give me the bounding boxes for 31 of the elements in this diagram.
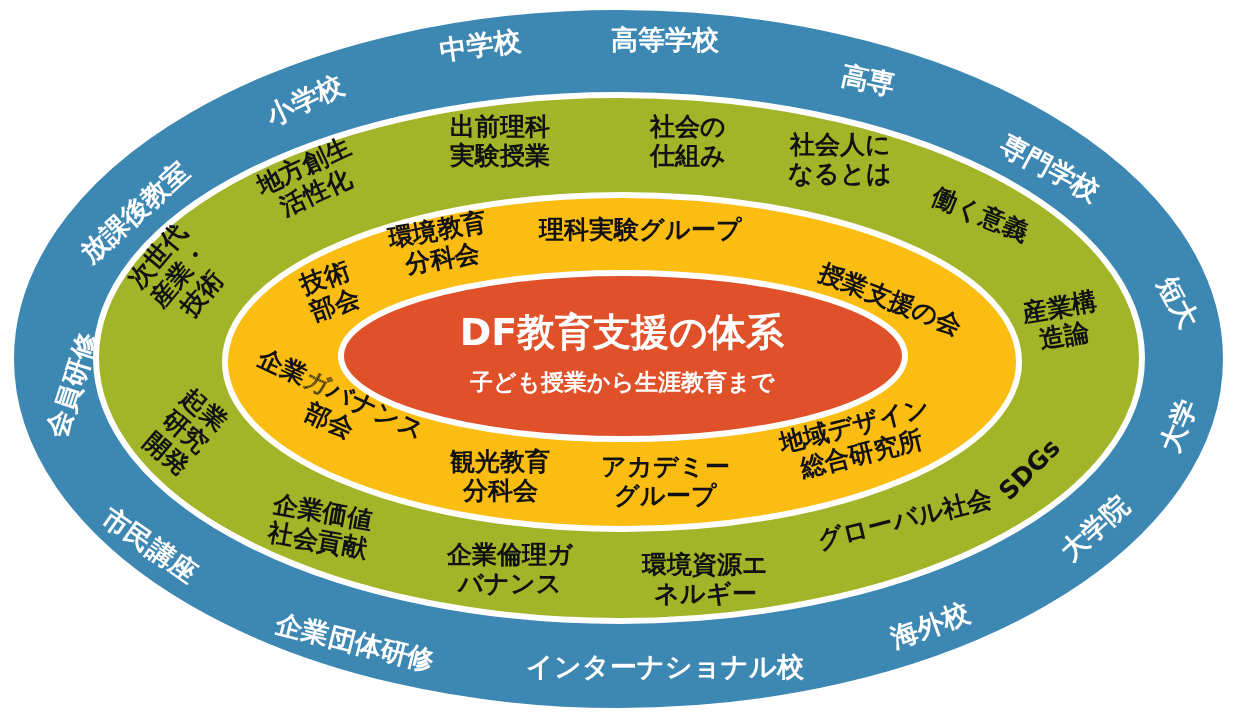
ring-label: 企業倫理ガバナンス [446, 541, 574, 599]
ring-label: 地域デザイン総合研究所 [775, 393, 934, 485]
center-subtitle: 子ども授業から生涯教育まで [469, 368, 775, 396]
ring-label: 授業支援の会 [814, 258, 966, 342]
ring-label: 出前理科実験授業 [449, 113, 551, 171]
ring-label: 技術部会 [295, 255, 365, 329]
ring-label: 起業研究開発 [137, 381, 234, 483]
ring-label: 企業価値社会貢献 [264, 489, 376, 565]
ring-label: 短大 [1151, 270, 1205, 334]
ring-label: グローバル社会 [814, 484, 996, 556]
ring-label: 環境資源エネルギー [640, 551, 769, 609]
ring-label: 中学校 [437, 24, 523, 66]
ring-label: 観光教育分科会 [449, 448, 551, 506]
ring-label: 高等学校 [611, 24, 719, 56]
ring-label: 地方創生活性化 [251, 131, 357, 224]
ring-label: 社会の仕組み [648, 113, 727, 171]
ring-label: 大学 [1153, 394, 1203, 456]
ring-label: アカデミーグループ [600, 453, 730, 511]
ring-label: 企業ガバナンス部会 [252, 343, 429, 448]
ring-label: 小学校 [261, 68, 349, 132]
ring-label: 理科実験グループ [538, 215, 742, 245]
ring-label: 産業構造論 [1018, 286, 1100, 356]
ring-label: 海外校 [886, 596, 974, 654]
ring-label: インターナショナル校 [526, 651, 804, 683]
ring-label: 市民講座 [96, 501, 204, 589]
ring-label: 高専 [838, 59, 898, 101]
ring-label: 大学院 [1054, 489, 1136, 567]
ring-label: 環境教育分科会 [384, 207, 491, 282]
ring-label: 企業団体研修 [272, 607, 438, 677]
ring-label: 社会人になるとは [787, 131, 893, 189]
center-title: DF教育支援の体系 [459, 311, 785, 355]
